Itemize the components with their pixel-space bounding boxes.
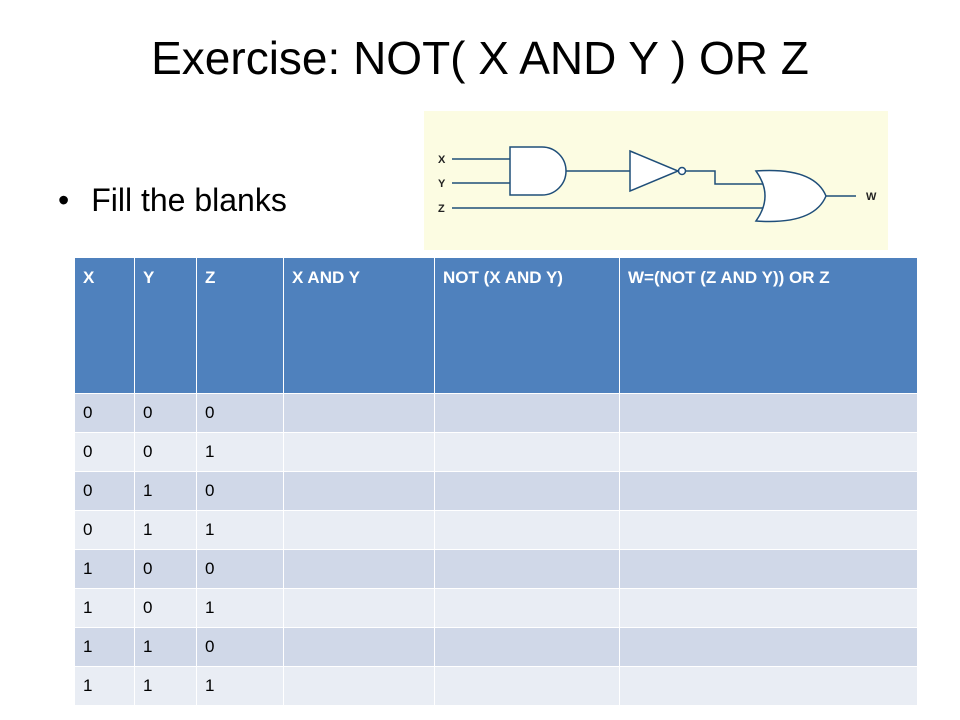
column-header: Z [196,257,284,394]
blank-answer-cell[interactable] [619,666,918,706]
input-value-cell: 0 [196,393,284,433]
blank-answer-cell[interactable] [619,471,918,511]
input-value-cell: 0 [74,510,135,550]
input-value-cell: 1 [74,627,135,667]
input-label-y: Y [438,178,446,190]
blank-answer-cell[interactable] [434,627,620,667]
input-value-cell: 1 [196,510,284,550]
input-value-cell: 1 [196,588,284,628]
blank-answer-cell[interactable] [283,471,435,511]
input-value-cell: 1 [134,471,197,511]
blank-answer-cell[interactable] [283,393,435,433]
blank-answer-cell[interactable] [434,666,620,706]
input-value-cell: 0 [134,432,197,472]
input-value-cell: 0 [74,393,135,433]
blank-answer-cell[interactable] [619,432,918,472]
bullet-item: • Fill the blanks [58,176,287,224]
blank-answer-cell[interactable] [619,510,918,550]
input-label-x: X [438,154,446,166]
logic-circuit-diagram: X Y Z W [424,111,888,250]
column-header: NOT (X AND Y) [434,257,620,394]
input-value-cell: 0 [134,588,197,628]
bullet-dot-icon: • [58,181,70,218]
blank-answer-cell[interactable] [283,432,435,472]
input-value-cell: 1 [74,666,135,706]
column-header: X AND Y [283,257,435,394]
column-header: W=(NOT (Z AND Y)) OR Z [619,257,918,394]
output-label-w: W [866,191,877,203]
blank-answer-cell[interactable] [283,627,435,667]
blank-answer-cell[interactable] [434,510,620,550]
input-value-cell: 0 [196,471,284,511]
slide-title: Exercise: NOT( X AND Y ) OR Z [151,32,809,84]
blank-answer-cell[interactable] [619,393,918,433]
and-gate-icon [509,146,567,196]
column-header: Y [134,257,197,394]
blank-answer-cell[interactable] [434,432,620,472]
input-value-cell: 0 [196,627,284,667]
blank-answer-cell[interactable] [283,510,435,550]
or-gate-icon [754,169,827,223]
input-value-cell: 1 [196,432,284,472]
wire-not-to-or [686,170,764,185]
blank-answer-cell[interactable] [619,588,918,628]
blank-answer-cell[interactable] [434,471,620,511]
input-value-cell: 1 [134,627,197,667]
input-value-cell: 1 [74,588,135,628]
input-value-cell: 0 [196,549,284,589]
blank-answer-cell[interactable] [434,588,620,628]
input-value-cell: 1 [134,666,197,706]
column-header: X [74,257,135,394]
bullet-text: Fill the blanks [91,181,287,218]
not-gate-icon [629,149,680,193]
input-value-cell: 1 [74,549,135,589]
blank-answer-cell[interactable] [434,393,620,433]
blank-answer-cell[interactable] [619,627,918,667]
input-value-cell: 0 [74,471,135,511]
input-label-z: Z [438,203,445,215]
blank-answer-cell[interactable] [283,588,435,628]
blank-answer-cell[interactable] [434,549,620,589]
input-value-cell: 0 [134,549,197,589]
input-value-cell: 0 [74,432,135,472]
blank-answer-cell[interactable] [619,549,918,589]
input-value-cell: 1 [196,666,284,706]
not-bubble-icon [677,166,687,176]
input-value-cell: 1 [134,510,197,550]
blank-answer-cell[interactable] [283,666,435,706]
input-value-cell: 0 [134,393,197,433]
blank-answer-cell[interactable] [283,549,435,589]
